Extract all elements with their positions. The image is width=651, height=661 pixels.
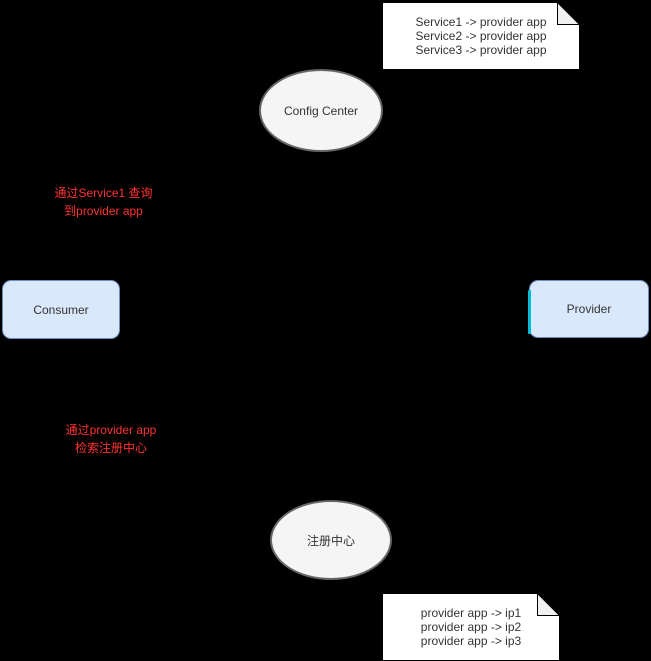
annotation-line: 通过Service1 查询	[54, 186, 153, 200]
node-config-center-label: Config Center	[283, 103, 359, 118]
note-line: Service2 -> provider app	[415, 29, 547, 43]
note-line: provider app -> ip3	[420, 634, 522, 648]
note-line: Service3 -> provider app	[415, 43, 547, 57]
node-consumer[interactable]: Consumer	[2, 280, 120, 339]
note-line: Service1 -> provider app	[415, 15, 547, 29]
node-registry-center[interactable]: 注册中心	[270, 500, 392, 580]
note-line: provider app -> ip2	[420, 620, 522, 634]
node-registry-center-label: 注册中心	[306, 533, 355, 548]
node-provider-label: Provider	[566, 302, 612, 316]
annotation-query-service: 通过Service1 查询 到provider app	[31, 184, 176, 220]
note-shape-icon	[382, 2, 580, 70]
note-ip-mapping-text: provider app -> ip1 provider app -> ip2 …	[382, 593, 560, 661]
node-provider[interactable]: Provider	[529, 280, 649, 338]
node-config-center[interactable]: Config Center	[259, 69, 383, 152]
edge-highlight[interactable]	[528, 290, 531, 334]
node-consumer-label: Consumer	[33, 302, 89, 317]
note-shape-icon	[382, 593, 560, 661]
note-ip-mapping[interactable]: provider app -> ip1 provider app -> ip2 …	[382, 593, 560, 661]
note-line: provider app -> ip1	[420, 606, 522, 620]
annotation-lookup-registry: 通过provider app 检索注册中心	[38, 421, 184, 457]
annotation-line: 到provider app	[64, 204, 143, 218]
annotation-line: 通过provider app	[65, 423, 157, 437]
annotation-line: 检索注册中心	[74, 441, 147, 455]
note-service-mapping-text: Service1 -> provider app Service2 -> pro…	[382, 2, 580, 70]
note-service-mapping[interactable]: Service1 -> provider app Service2 -> pro…	[382, 2, 580, 70]
